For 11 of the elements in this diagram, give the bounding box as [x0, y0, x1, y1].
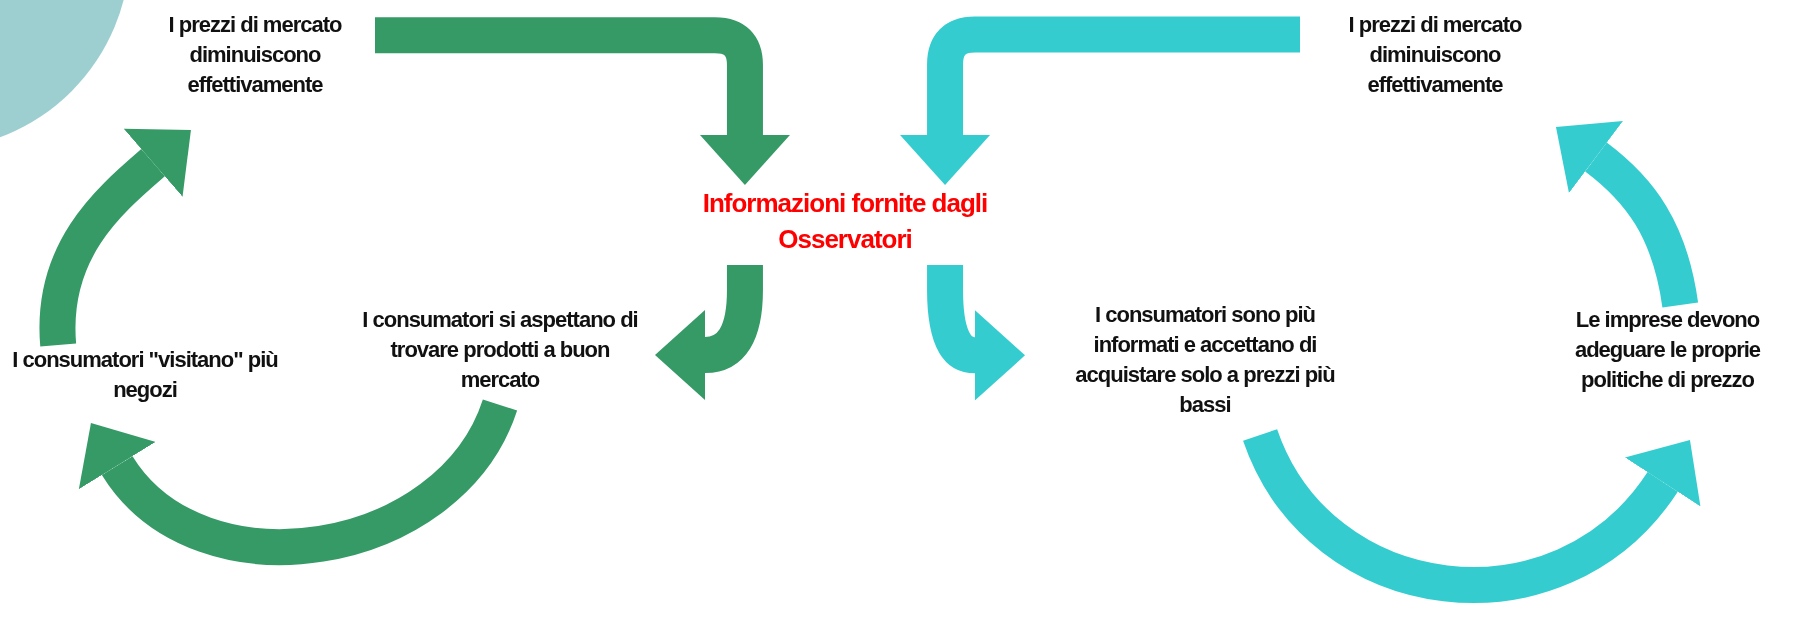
curved-arrow [375, 17, 790, 185]
step-label: I consumatori si aspettano di trovare prodotti a buon mercato [361, 306, 639, 394]
step-label: I prezzi di mercato diminuiscono effettivamente [167, 11, 343, 99]
step-label: Le imprese devono adeguare le proprie politiche di prezzo [1573, 306, 1762, 394]
curved-arrow [900, 16, 1300, 185]
curved-arrow [655, 265, 763, 400]
step-label: I consumatori "visitano" più negozi [11, 346, 279, 404]
central-label: Informazioni fornite dagli Osservatori [701, 187, 989, 256]
step-label: I prezzi di mercato diminuiscono effettivamente [1347, 11, 1523, 99]
curved-arrow [1243, 427, 1698, 603]
step-label: I consumatori sono più informati e accettano di acquistare solo a prezzi più bassi [1074, 301, 1336, 419]
